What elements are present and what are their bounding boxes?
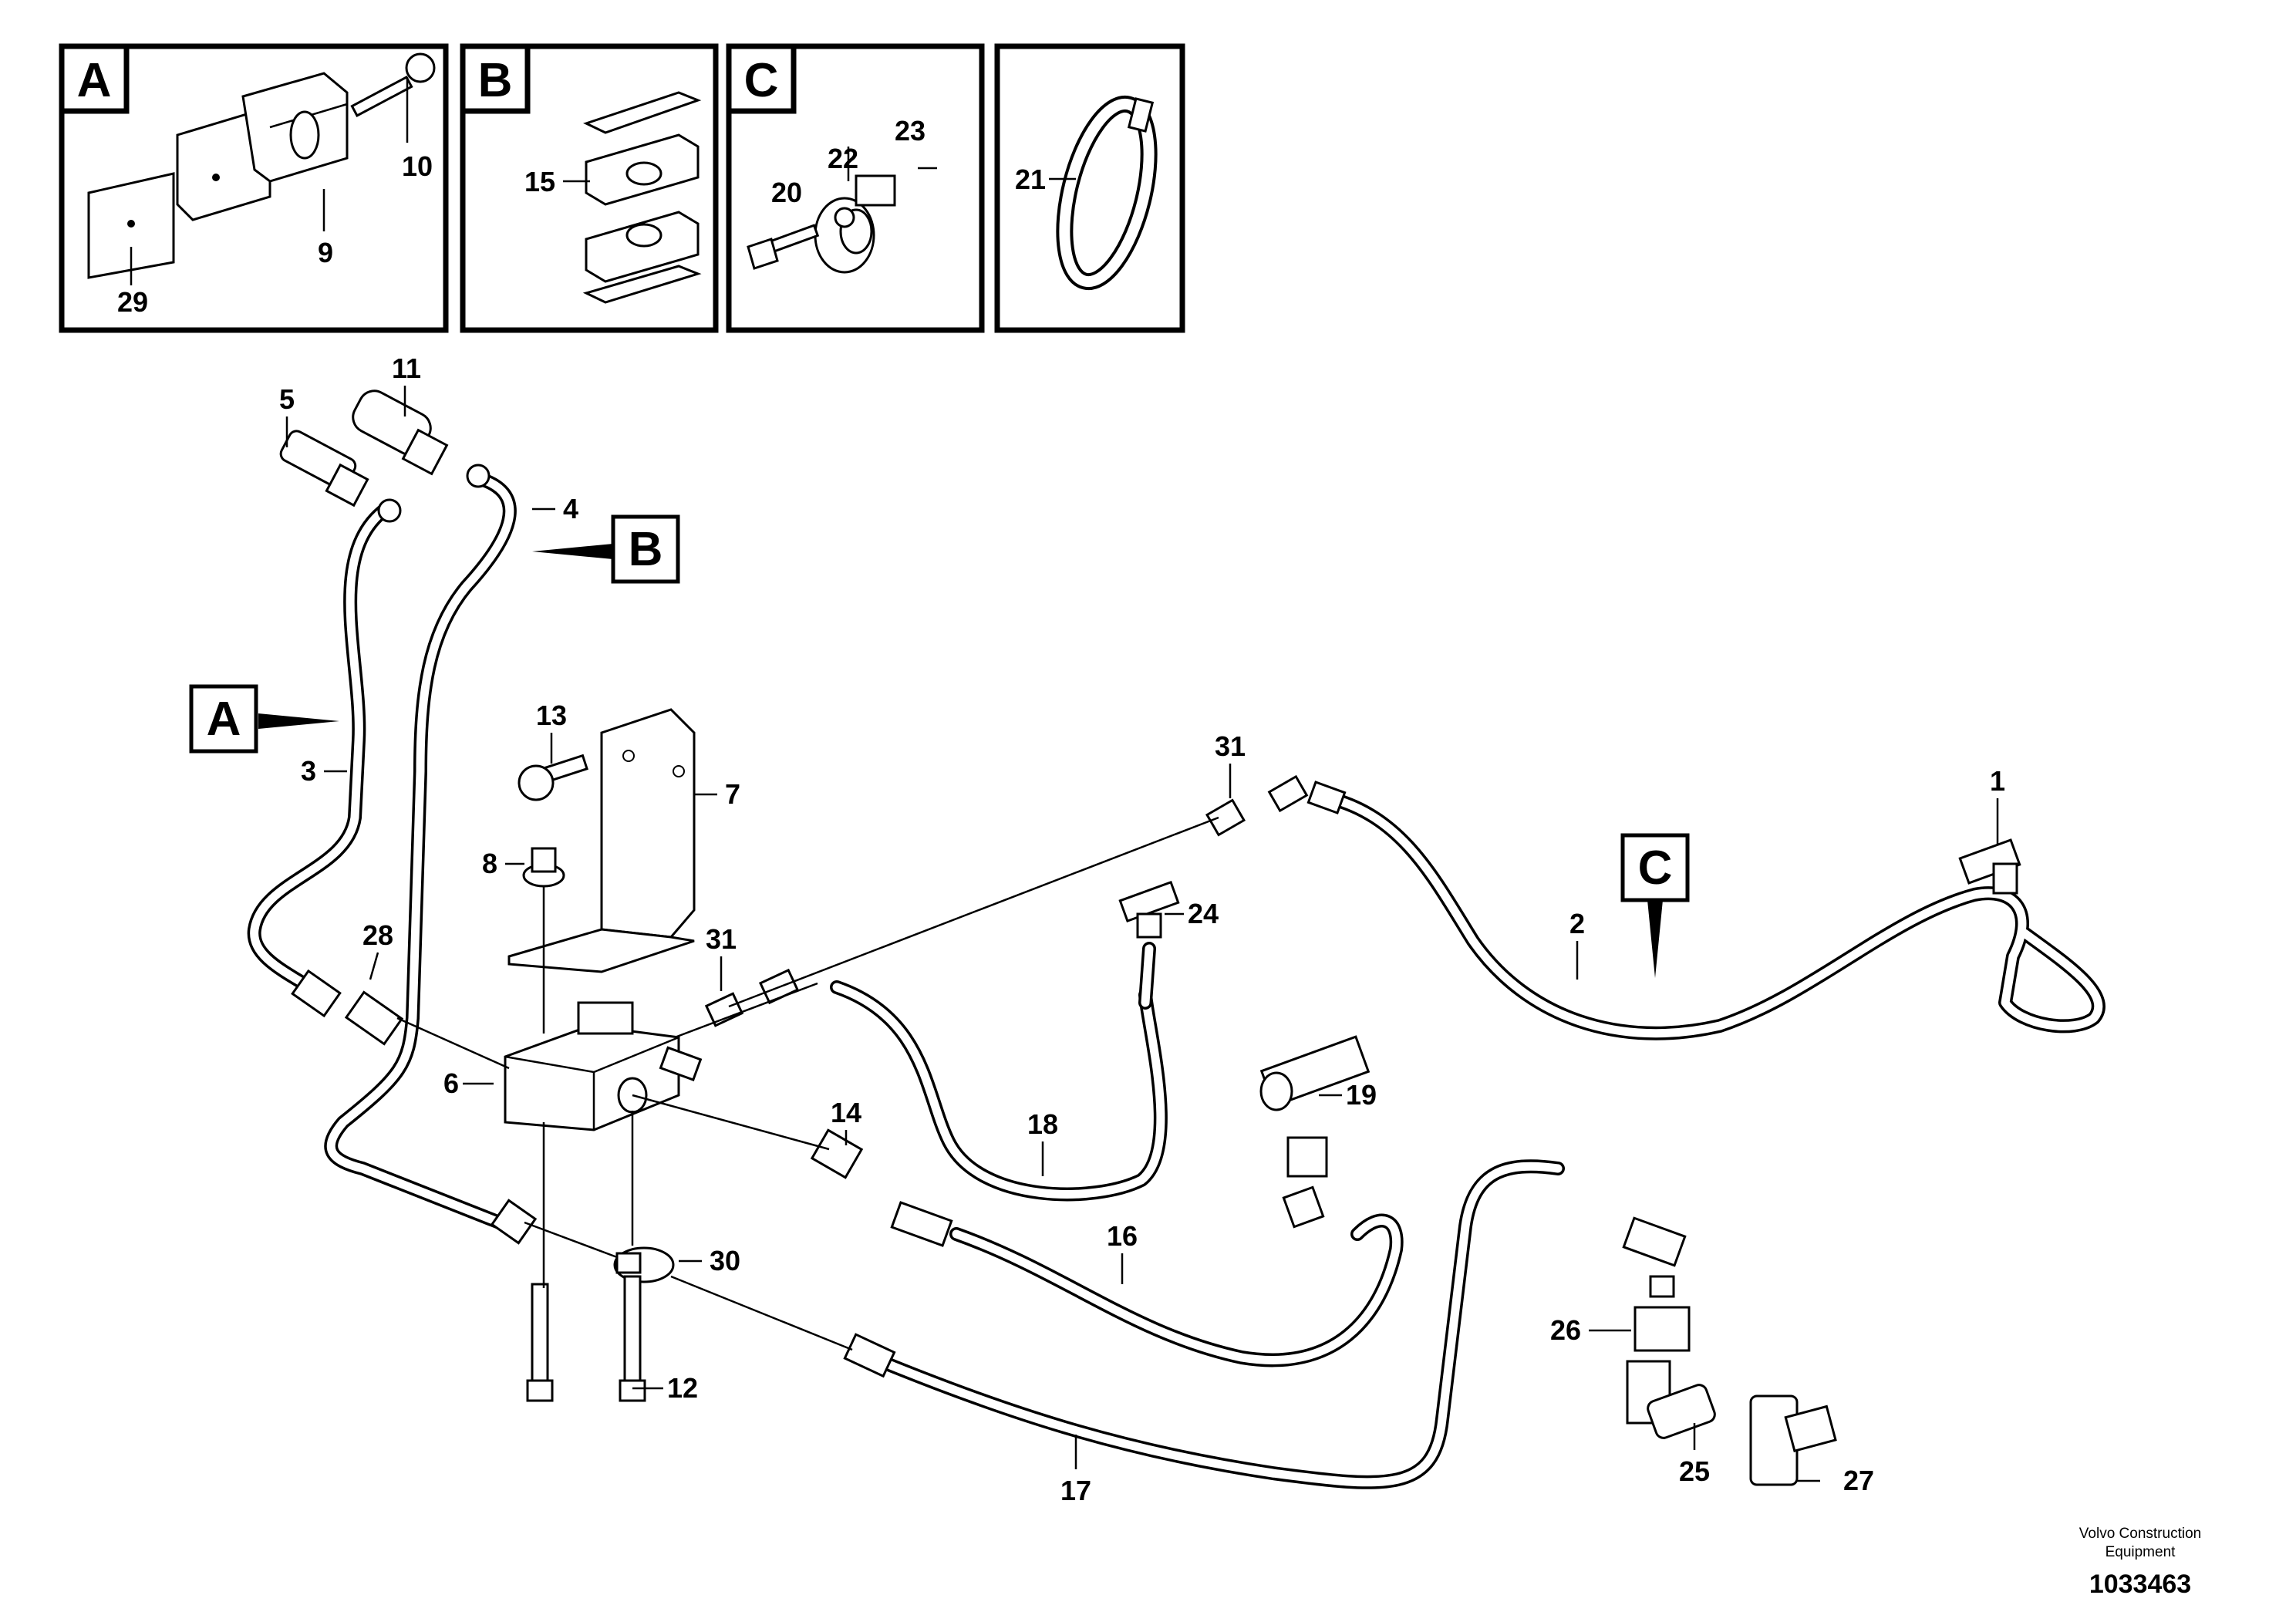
detail-panel-a: A 10 9 29 bbox=[59, 43, 449, 333]
callout-24: 24 bbox=[1188, 898, 1219, 929]
callout-leaders bbox=[285, 386, 1999, 1482]
view-marker-b-letter: B bbox=[629, 523, 663, 576]
fitting-17-icon bbox=[843, 1333, 896, 1378]
callout-27: 27 bbox=[1843, 1465, 1874, 1496]
elbow-1-icon bbox=[1958, 838, 2021, 895]
callout-6: 6 bbox=[443, 1067, 459, 1099]
detail-panel-d: 21 bbox=[994, 43, 1185, 333]
callout-31-left: 31 bbox=[706, 923, 737, 955]
callout-29: 29 bbox=[117, 286, 148, 318]
callout-31-right: 31 bbox=[1215, 730, 1246, 762]
tee-27-icon bbox=[1749, 1394, 1837, 1486]
split-clamp-icon bbox=[582, 91, 702, 304]
adapter-26-icon bbox=[1622, 1216, 1691, 1352]
bracket-7-icon bbox=[507, 708, 696, 973]
callout-30: 30 bbox=[710, 1245, 740, 1276]
brand-line-1: Volvo Construction bbox=[2079, 1526, 2201, 1542]
fitting-14-icon bbox=[810, 1128, 953, 1247]
footer: Volvo Construction Equipment 1033463 bbox=[2079, 1526, 2201, 1599]
callout-9: 9 bbox=[318, 237, 333, 268]
nut-pipe4-icon bbox=[490, 1199, 538, 1245]
fitting-31-right-icon bbox=[1205, 774, 1347, 837]
callout-26: 26 bbox=[1550, 1314, 1581, 1346]
view-marker-a: A bbox=[189, 684, 339, 754]
tee-19-icon bbox=[1259, 1035, 1371, 1229]
panel-c-letter: C bbox=[744, 54, 779, 107]
callout-5: 5 bbox=[279, 383, 295, 415]
callout-17: 17 bbox=[1060, 1475, 1091, 1506]
panel-b-letter: B bbox=[478, 54, 513, 107]
valve-block-6-icon bbox=[504, 1001, 703, 1131]
callout-10: 10 bbox=[402, 150, 433, 182]
callout-22: 22 bbox=[828, 143, 858, 174]
callout-14: 14 bbox=[831, 1097, 861, 1128]
elbow-25-icon bbox=[1626, 1360, 1716, 1439]
bolts-12-icon bbox=[526, 1275, 646, 1402]
callout-2: 2 bbox=[1569, 908, 1585, 939]
p-clamp-icon bbox=[747, 174, 896, 274]
view-marker-a-letter: A bbox=[207, 693, 241, 746]
view-marker-c: C bbox=[1620, 833, 1690, 978]
hoses bbox=[247, 471, 2106, 1489]
callout-25: 25 bbox=[1679, 1455, 1710, 1487]
panel-a-letter: A bbox=[77, 54, 112, 107]
callout-18: 18 bbox=[1027, 1108, 1058, 1140]
clamp-block-icon bbox=[87, 72, 349, 279]
document-number: 1033463 bbox=[2089, 1570, 2191, 1599]
callout-4: 4 bbox=[563, 493, 578, 524]
callout-11: 11 bbox=[392, 352, 421, 384]
callout-19: 19 bbox=[1346, 1079, 1377, 1111]
sensor-5-icon bbox=[279, 430, 402, 523]
leader-lines bbox=[396, 816, 1219, 1351]
detail-panel-b: B 15 bbox=[460, 43, 719, 333]
callout-12: 12 bbox=[667, 1372, 698, 1404]
brand-line-2: Equipment bbox=[2106, 1544, 2176, 1560]
bolt-icon bbox=[350, 52, 436, 117]
clamp-30-icon bbox=[613, 1246, 675, 1283]
detail-panel-c: C 22 23 20 bbox=[726, 43, 985, 333]
callout-7: 7 bbox=[725, 778, 740, 810]
view-marker-b: B bbox=[532, 514, 680, 584]
fitting-24-icon bbox=[1118, 880, 1180, 939]
cable-tie-icon bbox=[1056, 95, 1158, 291]
callout-8: 8 bbox=[482, 848, 497, 879]
callout-13: 13 bbox=[536, 700, 567, 731]
nut-8-icon bbox=[522, 847, 565, 888]
callout-numbers: 5 11 4 3 13 7 8 28 31 31 1 2 24 6 14 18 … bbox=[279, 352, 2005, 1506]
callout-20: 20 bbox=[771, 177, 802, 208]
callout-3: 3 bbox=[301, 755, 316, 787]
callout-15: 15 bbox=[524, 166, 555, 197]
view-marker-c-letter: C bbox=[1638, 841, 1673, 895]
callout-28: 28 bbox=[362, 919, 393, 951]
sensor-11-icon bbox=[352, 389, 491, 488]
fitting-28-icon bbox=[291, 969, 404, 1046]
callout-23: 23 bbox=[895, 115, 925, 147]
callout-1: 1 bbox=[1990, 765, 2005, 797]
callout-16: 16 bbox=[1107, 1220, 1138, 1252]
callout-21: 21 bbox=[1015, 164, 1046, 195]
bolt-13-icon bbox=[518, 754, 588, 801]
